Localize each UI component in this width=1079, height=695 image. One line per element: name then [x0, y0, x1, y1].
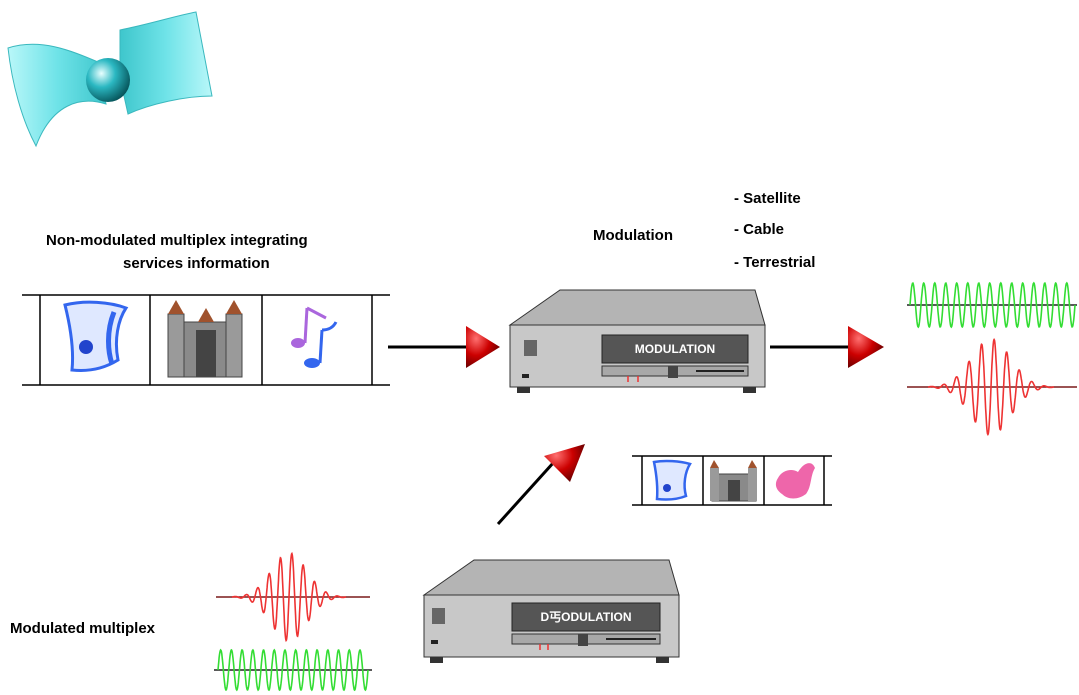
wave-red: [232, 551, 346, 643]
scroll-icon: [63, 300, 129, 372]
modulator-device: MODULATION: [508, 289, 766, 393]
castle-icon: [167, 300, 243, 378]
castle-icon: [710, 460, 757, 502]
channel-satellite: - Satellite: [734, 190, 801, 207]
multiplex-strip-small: [632, 455, 832, 506]
wave-red: [928, 338, 1054, 436]
arrow-to-waves: [770, 326, 884, 368]
modulated-multiplex-label: Modulated multiplex: [10, 620, 156, 637]
waves-input: [214, 551, 372, 692]
scroll-icon: [652, 459, 692, 501]
music-note-icon: [291, 306, 338, 368]
wave-green: [909, 281, 1076, 329]
channel-terrestrial: - Terrestrial: [734, 254, 816, 271]
modulator-display: MODULATION: [635, 342, 715, 356]
map-icon: [775, 463, 815, 499]
satellite-icon: [7, 11, 213, 148]
demodulator-display: D丐ODULATION: [540, 610, 631, 624]
input-title-line2: services information: [123, 255, 270, 272]
channel-cable: - Cable: [734, 221, 785, 238]
demodulator-device: D丐ODULATION: [422, 559, 680, 663]
modulation-label: Modulation: [593, 227, 673, 244]
arrow-to-modulator: [388, 326, 500, 368]
waves-output: [907, 281, 1077, 436]
arrow-to-modulator-up: [496, 444, 585, 526]
input-title-line1: Non-modulated multiplex integrating: [46, 232, 308, 249]
multiplex-strip-large: [22, 294, 390, 386]
wave-green: [217, 648, 369, 692]
